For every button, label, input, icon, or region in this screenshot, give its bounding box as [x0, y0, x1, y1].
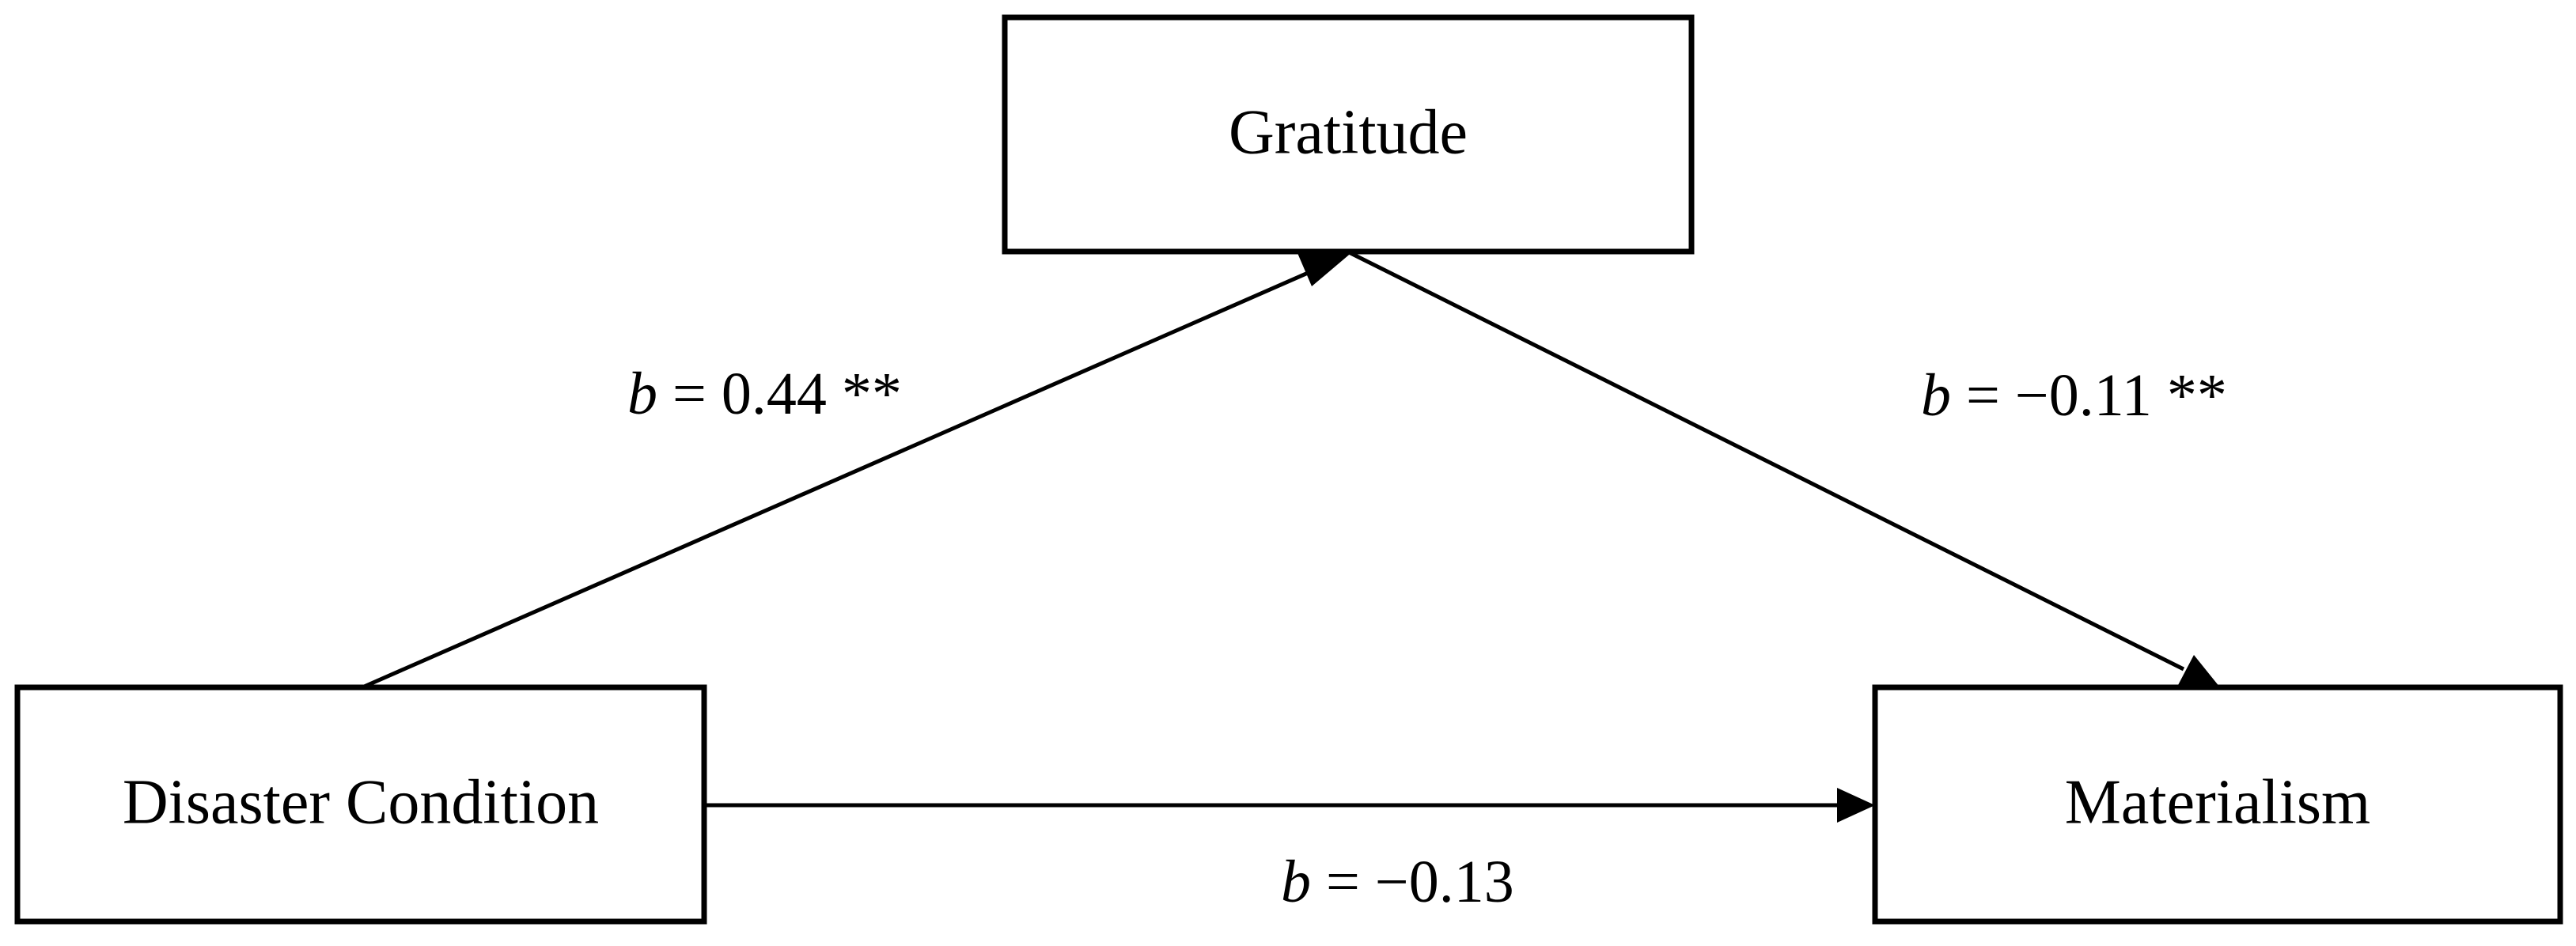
outcome-box — [1872, 684, 2563, 925]
coefficient-a-symbol: b — [627, 361, 657, 427]
coefficient-a-value: = 0.44 ** — [657, 361, 902, 427]
coefficient-c-path: b = −0.13 — [1206, 849, 1559, 915]
arrow-predictor-to-mediator — [361, 268, 1315, 690]
coefficient-c-value: = −0.13 — [1311, 849, 1514, 915]
coefficient-c-symbol: b — [1281, 849, 1311, 915]
mediator-node: Gratitude — [1002, 14, 1695, 255]
arrow-mediator-to-outcome — [1346, 249, 2185, 672]
coefficient-b-symbol: b — [1921, 362, 1951, 429]
arrowhead-to-outcome — [2177, 655, 2220, 687]
coefficient-a-path: b = 0.44 ** — [552, 361, 947, 427]
mediator-box — [1002, 14, 1695, 255]
predictor-box — [14, 684, 707, 925]
outcome-label: Materialism — [2065, 767, 2371, 837]
coefficient-b-value: = −0.11 ** — [1951, 362, 2227, 429]
predictor-node: Disaster Condition — [14, 684, 707, 925]
predictor-label: Disaster Condition — [123, 767, 599, 837]
coefficient-b-path: b = −0.11 ** — [1846, 362, 2272, 429]
outcome-node: Materialism — [1872, 684, 2563, 925]
arrowhead-direct-to-outcome — [1837, 788, 1875, 823]
mediator-label: Gratitude — [1229, 97, 1468, 167]
arrowhead-to-mediator — [1297, 252, 1353, 286]
